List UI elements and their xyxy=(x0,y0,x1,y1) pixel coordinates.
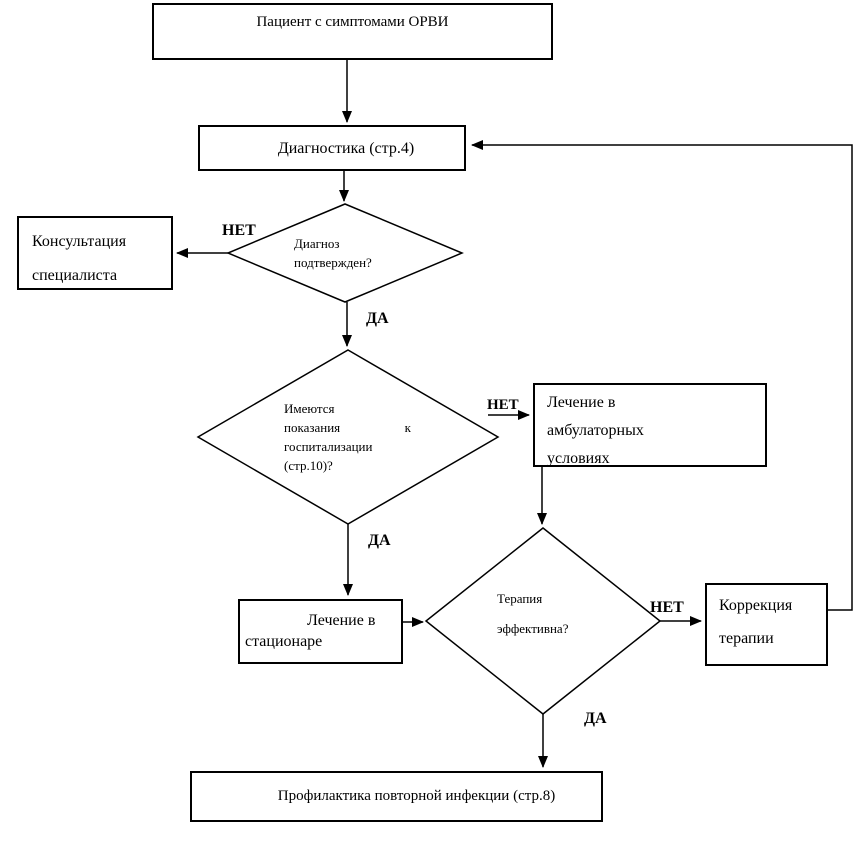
outpatient-box-line1: Лечение в xyxy=(547,394,616,411)
hospitalization-line3: госпитализации xyxy=(284,439,373,454)
arrow-correction-feedback-to-diagnostics xyxy=(471,140,853,611)
inpatient-box-line2: стационаре xyxy=(245,633,323,650)
diagnostics-box-label: Диагностика (стр.4) xyxy=(277,140,415,157)
diagnosis-confirmed-question-text: Диагноз подтвержден? xyxy=(294,234,372,272)
edge-label-yes-therapy: ДА xyxy=(584,710,607,727)
correction-box-line2: терапии xyxy=(719,630,774,647)
decision-diamond-diagnosis-confirmed xyxy=(226,203,464,303)
process-box-inpatient-treatment: Лечение в стационаре xyxy=(238,599,403,664)
confirmed-line1: Диагноз xyxy=(294,236,340,251)
consultation-box-line2: специалиста xyxy=(32,267,118,284)
hospitalization-line2-left: показания xyxy=(284,420,341,435)
outpatient-box-line3: условиях xyxy=(547,450,610,467)
edge-label-no-hospitalization: НЕТ xyxy=(487,397,519,413)
edge-label-yes-confirmed: ДА xyxy=(366,310,389,327)
prevention-box-label: Профилактика повторной инфекции (стр.8) xyxy=(277,788,556,804)
process-box-diagnostics: Диагностика (стр.4) xyxy=(198,125,466,171)
process-box-therapy-correction: Коррекция терапии xyxy=(705,583,828,666)
hospitalization-line2-right: к xyxy=(404,420,411,435)
process-box-outpatient-treatment: Лечение в амбулаторных условиях xyxy=(533,383,767,467)
edge-label-no-therapy: НЕТ xyxy=(650,599,684,616)
therapy-effective-question-text: Терапия эффективна? xyxy=(497,584,568,644)
edge-label-yes-hospitalization: ДА xyxy=(368,532,391,549)
therapy-line2: эффективна? xyxy=(497,621,569,636)
correction-box-line1: Коррекция xyxy=(719,597,793,614)
patient-box-label: Пациент с симптомами ОРВИ xyxy=(256,14,449,30)
end-box-reinfection-prevention: Профилактика повторной инфекции (стр.8) xyxy=(190,771,603,822)
consultation-box-line1: Консультация xyxy=(32,233,127,250)
inpatient-box-line1: Лечение в xyxy=(307,612,376,629)
edge-label-no-confirmed: НЕТ xyxy=(222,222,256,239)
hospitalization-question-text: Имеются показания к госпитализации (стр.… xyxy=(284,399,411,475)
process-box-specialist-consultation: Консультация специалиста xyxy=(17,216,173,290)
hospitalization-line4: (стр.10)? xyxy=(284,458,333,473)
therapy-line1: Терапия xyxy=(497,591,543,606)
outpatient-box-line2: амбулаторных xyxy=(547,422,644,439)
hospitalization-line2: показания к xyxy=(284,418,411,437)
hospitalization-line1: Имеются xyxy=(284,401,335,416)
start-box-patient-with-orvi-symptoms: Пациент с симптомами ОРВИ xyxy=(152,3,553,60)
confirmed-line2: подтвержден? xyxy=(294,255,372,270)
